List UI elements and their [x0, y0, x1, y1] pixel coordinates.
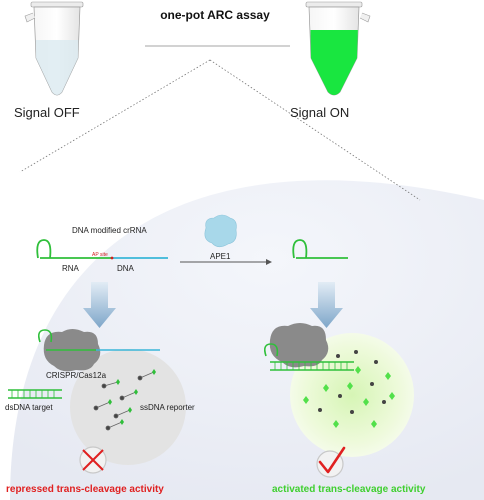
reporter-pool-left: [70, 349, 186, 465]
tube-off-icon: [24, 1, 84, 96]
crrna-label: DNA modified crRNA: [72, 226, 147, 235]
cas12a-protein-icon-left: [38, 329, 160, 372]
crrna-right: [292, 239, 348, 259]
process-arrow: [180, 259, 272, 265]
signal-off-label: Signal OFF: [14, 105, 80, 120]
dsdna-target-left: [8, 389, 62, 399]
ape1-label: APE1: [210, 252, 231, 261]
cas12a-label: CRISPR/Cas12a: [46, 371, 107, 380]
cas12a-protein-icon-right: [264, 323, 354, 371]
ap-site-label: AP site: [92, 252, 108, 258]
signal-on-label: Signal ON: [290, 105, 350, 120]
dna-label: DNA: [117, 264, 134, 273]
ssdna-reporter-label: ssDNA reporter: [140, 403, 195, 412]
crrna-left: [36, 239, 168, 260]
ssdna-reporters-left: [93, 369, 156, 431]
cleaved-reporters-right: [303, 350, 395, 428]
dsdna-target-label: dsDNA target: [5, 403, 53, 412]
ape1-enzyme-icon: [204, 214, 237, 248]
cross-icon: [79, 446, 107, 474]
tube-on-icon: [305, 1, 371, 96]
checkmark-icon: [316, 446, 346, 478]
activated-result-label: activated trans-cleavage activity: [272, 484, 426, 495]
rna-label: RNA: [62, 264, 79, 273]
diagram-title: one-pot ARC assay: [160, 8, 270, 22]
down-arrow-right: [310, 282, 343, 328]
down-arrow-left: [83, 282, 116, 328]
reporter-pool-right: [290, 333, 414, 457]
repressed-result-label: repressed trans-cleavage activity: [6, 484, 164, 495]
